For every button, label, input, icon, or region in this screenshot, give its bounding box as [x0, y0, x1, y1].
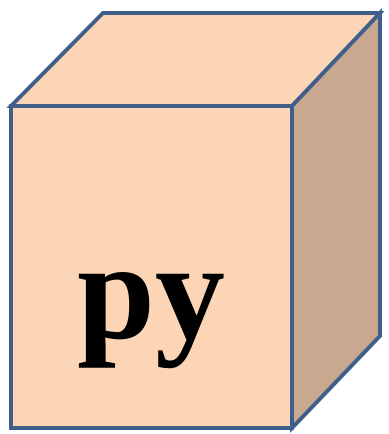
cube-label: py	[77, 214, 225, 369]
